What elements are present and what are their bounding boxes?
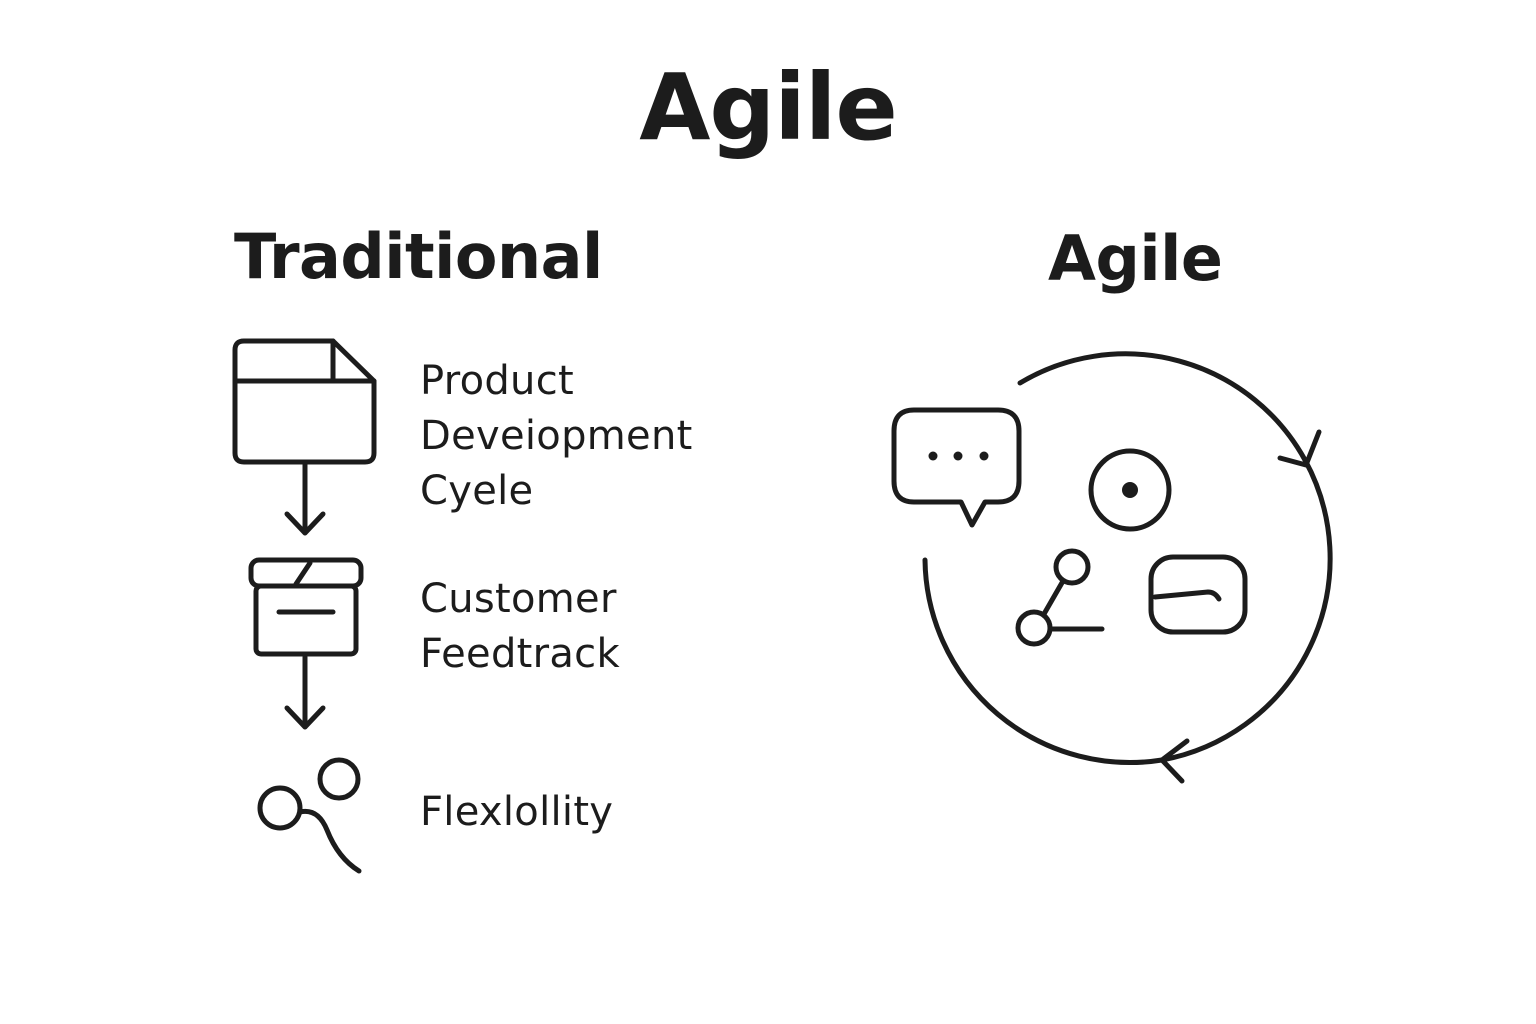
card-icon	[1148, 554, 1248, 635]
page-title: Agile	[639, 54, 898, 161]
traditional-heading: Traditional	[234, 220, 603, 293]
step-label-customer-feedback: Customer Feedtrack	[420, 576, 620, 677]
network-node-icon	[1015, 548, 1105, 647]
archive-box-icon	[248, 557, 364, 657]
document-window-icon	[232, 338, 377, 465]
target-icon	[1088, 448, 1172, 532]
step-label-product-development: Product Deveiopment Cyele	[420, 358, 693, 514]
down-arrow-icon	[284, 654, 326, 730]
chat-bubble-icon	[891, 407, 1022, 528]
connected-nodes-icon	[257, 757, 362, 874]
cycle-arrows-icon	[922, 351, 1333, 784]
down-arrow-icon	[284, 461, 326, 536]
agile-heading: Agile	[1048, 222, 1223, 295]
step-label-flexibility: Flexlollity	[420, 789, 614, 835]
